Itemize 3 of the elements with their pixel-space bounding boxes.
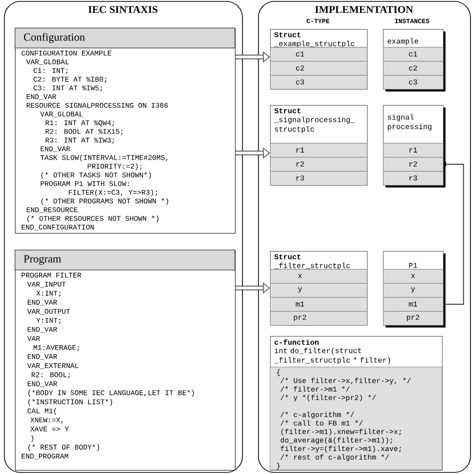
connector-line [443,162,464,305]
panel-title: IEC SINTAXIS [88,6,158,14]
panel-title: IMPLEMENTATION [315,6,414,14]
